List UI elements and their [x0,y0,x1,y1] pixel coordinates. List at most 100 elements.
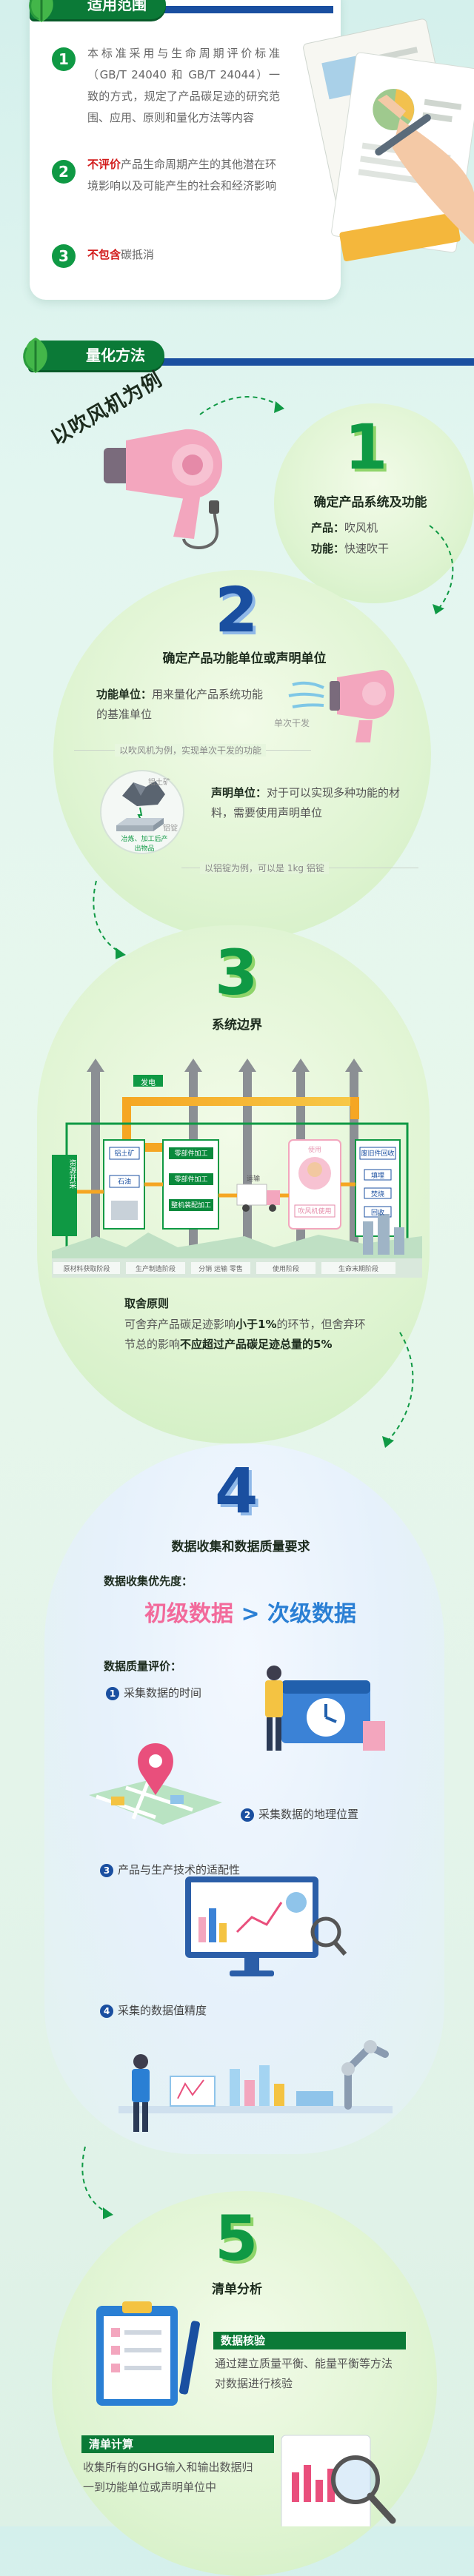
flow-arrow [81,2146,113,2219]
quality-badge-1: 1 [106,1687,119,1700]
quality-item-1-text: 采集数据的时间 [124,1686,202,1700]
scope-item-2-highlight: 不评价 [87,158,121,171]
scope-item-2-text: 产品生命周期产生的其他潜在环境影响以及可能产生的社会和经济影响 [87,158,277,192]
step1-title: 确定产品系统及功能 [313,495,427,510]
hair-dryer-illustration [104,429,222,549]
quality-item-1: 1 采集数据的时间 [106,1685,201,1700]
check-head: 数据核验 [213,2332,406,2349]
step2-number: 2 [215,574,258,646]
ingot-label: 铝锭 [163,825,178,833]
diagram-factory-2: 零部件加工 [174,1176,208,1184]
scope-badge-3: 3 [52,244,76,268]
cutoff-text-c: 的环节，但舍弃环节总的影响 [124,1318,366,1351]
documents-illustration [303,19,474,261]
priority-label: 数据收集优先度： [104,1574,193,1588]
ore-ingot-circle [100,770,184,854]
clipboard-illustration [96,2301,200,2406]
step5-number: 5 [215,2202,258,2275]
scope-item-3-highlight: 不包含 [87,248,121,261]
gt-symbol: > [241,1601,260,1627]
scope-badge-1: 1 [52,47,76,71]
diagram-eol-2: 填埋 [370,1173,384,1180]
diagram-stage-1: 原材料获取阶段 [63,1266,110,1273]
scope-item-2: 不评价产品生命周期产生的其他潜在环境影响以及可能产生的社会和经济影响 [87,154,280,197]
quality-item-2-text: 采集数据的地理位置 [258,1808,359,1821]
flow-arrow [199,396,284,415]
diagram-stage-3: 分销 运输 零售 [198,1266,243,1273]
product-value: 吹风机 [344,521,378,534]
report-magnifier-illustration [281,2435,396,2526]
diagram-use-label: 使用 [307,1147,321,1154]
flow-arrow [429,525,454,614]
flow-arrow [382,1332,414,1448]
step1-number: 1 [344,411,388,483]
cutoff-text-a: 可舍弃产品碳足迹影响 [124,1318,236,1331]
scope-card [30,0,341,300]
cutoff-text: 可舍弃产品碳足迹影响小于1%的环节，但舍弃环节总的影响不应超过产品碳足迹总量的5… [124,1315,376,1355]
quality-item-2: 2 采集数据的地理位置 [241,1806,358,1822]
step4-title: 数据收集和数据质量要求 [171,1540,310,1554]
diagram-eol-4: 回收 [370,1210,384,1217]
step1-function: 功能：快速吹干 [311,539,459,559]
quality-badge-2: 2 [241,1808,254,1822]
product-label: 产品： [311,521,345,534]
quality-item-3: 3 产品与生产技术的适配性 [100,1862,240,1877]
diagram-use-caption: 吹风机使用 [298,1208,332,1215]
quality-badge-4: 4 [100,2005,113,2018]
step1-product: 产品：吹风机 [311,518,459,538]
scope-item-3: 不包含碳抵消 [87,244,280,266]
quality-label: 数据质量评价： [104,1660,182,1673]
du-text: 对于可以实现多种功能的材料，需要使用声明单位 [211,786,401,819]
step2-fu: 功能单位：用来量化产品系统功能的基准单位 [96,685,274,725]
ore-illustration [116,781,165,831]
step2-du: 声明单位：对于可以实现多种功能的材料，需要使用声明单位 [211,783,404,823]
diagram-eol-3: 焚烧 [370,1191,384,1198]
scope-tag-stripe [74,6,333,13]
leaf-icon [23,338,47,373]
scope-item-3-text: 碳抵消 [121,248,155,261]
scope-badge-2: 2 [52,160,76,184]
diagram-eol-1: 废旧件回收 [361,1150,395,1158]
step4-number: 4 [215,1455,258,1527]
diagram-power-label: 发电 [141,1079,156,1087]
diagram-factory-1: 零部件加工 [174,1150,208,1158]
time-illustration [265,1666,385,1751]
monitor-charts-illustration [185,1876,347,1976]
calc-head: 清单计算 [81,2435,274,2453]
step1-circle [274,403,474,603]
cutoff-text-d: 不应超过产品碳足迹总量的5% [180,1338,333,1351]
du-note: 以铝锭为例，可以是 1kg 铝锭 [200,862,329,874]
quality-badge-3: 3 [100,1864,113,1877]
diagram-factory-3: 整机装配加工 [170,1202,211,1210]
function-label: 功能： [311,542,345,555]
quality-item-4: 4 采集的数据值精度 [100,2002,207,2018]
diagram-transport: 运输 [246,1175,260,1183]
quality-item-3-text: 产品与生产技术的适配性 [118,1863,241,1876]
step5-title: 清单分析 [212,2282,262,2297]
ore-label: 铝土矿 [148,779,170,787]
diagram-stage-4: 使用阶段 [272,1266,299,1273]
fu-text: 用来量化产品系统功能的基准单位 [96,688,264,721]
step2-title: 确定产品功能单位或声明单位 [162,651,327,666]
fu-label: 功能单位： [96,688,153,701]
primary-data: 初级数据 [144,1601,233,1627]
cutoff-text-b: 小于1% [236,1318,277,1331]
scope-item-1-text: 本标准采用与生命周期评价标准（GB/T 24040 和 GB/T 24044）一… [87,47,280,124]
flow-arrow [93,880,126,959]
method-tag-stripe [111,358,474,366]
method-tag: 量化方法 [28,341,164,370]
calc-text: 收集所有的GHG输入和输出数据归一到功能单位或声明单位中 [83,2461,253,2494]
du-label: 声明单位： [211,786,267,799]
step3-number: 3 [215,936,258,1009]
lab-illustration [118,2040,393,2132]
quality-item-4-text: 采集的数据值精度 [118,2004,207,2017]
system-boundary-diagram [52,1059,422,1278]
fu-note: 以吹风机为例，实现单次干发的功能 [115,744,267,757]
dryer-blow-illustration [288,670,395,742]
map-illustration [89,1743,222,1825]
step3-title: 系统边界 [212,1018,262,1033]
diagram-ore-label: 铝土矿 [114,1150,135,1158]
priority-row: 初级数据 > 次级数据 [144,1595,356,1628]
diagram-stage-2: 生产制造阶段 [135,1266,176,1273]
diagram-stage-5: 生命末期阶段 [338,1266,378,1273]
